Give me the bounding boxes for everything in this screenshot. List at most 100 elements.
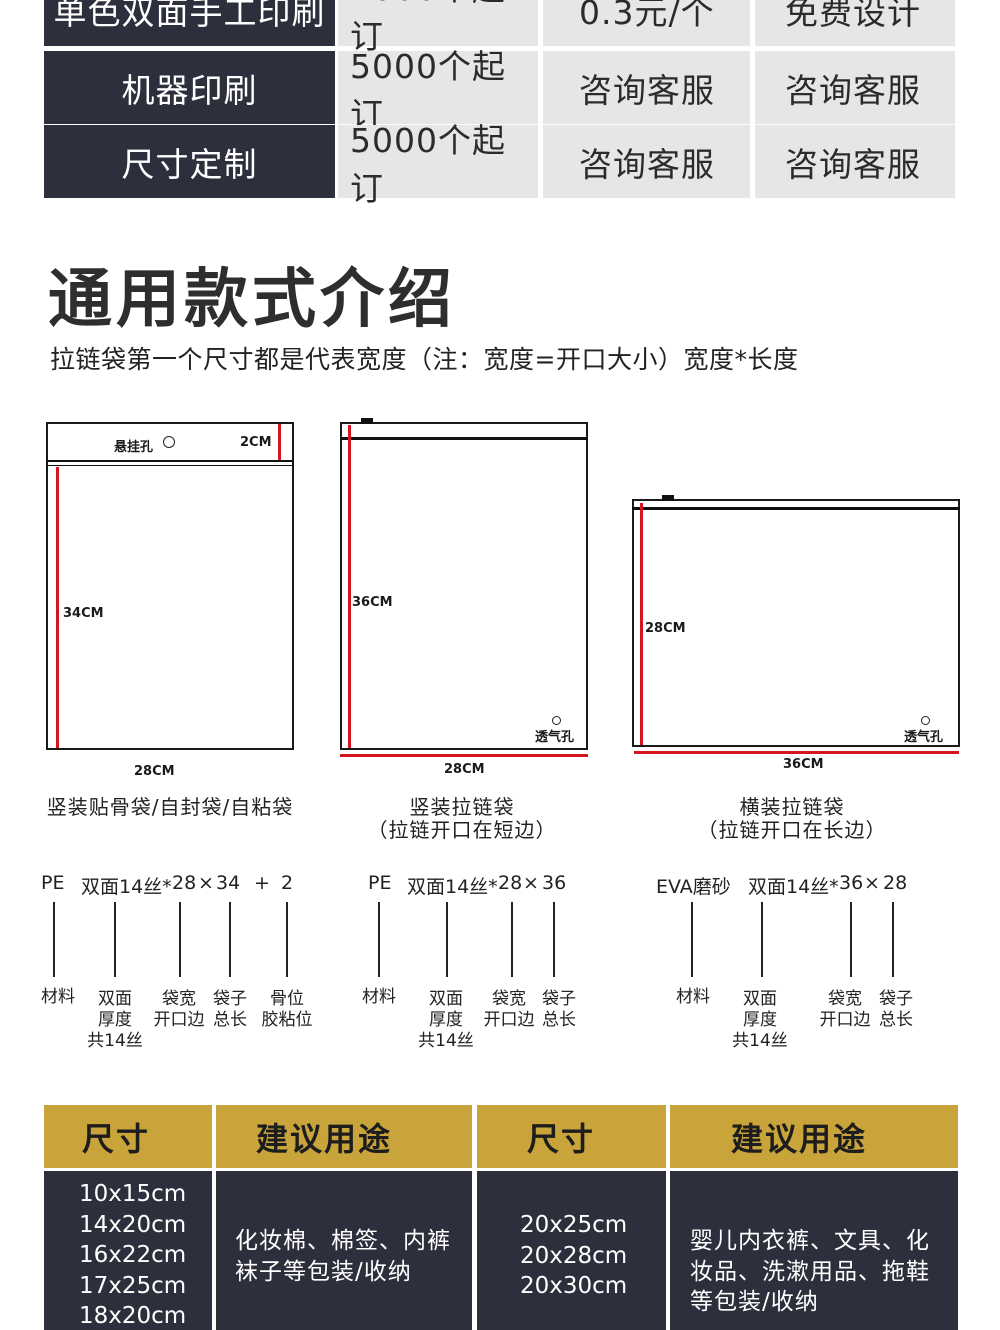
size-cell: 20x25cm 20x28cm 20x30cm [477,1171,666,1330]
moq-cell: 5000个起订 [338,47,538,134]
spec-pointer [446,902,448,977]
width-dimension-marker [340,754,588,757]
bag-caption-note: （拉链开口在短边） [367,818,557,842]
spec-pointer [761,902,763,977]
spec-pointer [850,902,852,977]
spec-pointer [286,902,288,977]
header-size: 尺寸 [477,1105,666,1168]
spec-plus-sign: + [254,872,270,894]
bone-strip-line [46,465,294,466]
width-label: 28CM [134,764,175,779]
price-cell: 咨询客服 [543,51,750,124]
usage-cell: 化妆棉、棉签、内裤 袜子等包装/收纳 [216,1171,472,1330]
spec-thickness: 双面14丝* [407,876,498,898]
height-label: 28CM [645,621,686,636]
bag-outline [46,422,294,750]
height-dimension-marker [348,425,351,748]
spec-length: 36 [542,872,567,894]
label-material: 材料 [41,987,75,1007]
price-cell: 咨询客服 [543,125,750,198]
spec-width: 36 [839,872,864,894]
spec-thickness: 双面14丝* [81,876,172,898]
label-width: 袋宽开口边 [819,989,871,1030]
spec-times-sign: × [864,872,880,894]
spec-bone: 2 [281,872,294,894]
spec-thickness: 双面14丝* [748,876,839,898]
spec-pointer [114,902,116,977]
label-width: 袋宽开口边 [483,989,535,1030]
zipper-pull-icon [361,418,373,424]
section-note: 拉链袋第一个尺寸都是代表宽度（注：宽度=开口大小）宽度*长度 [50,345,799,374]
spec-pointer [229,902,231,977]
zipper-line [632,507,960,510]
label-length: 袋子总长 [879,989,913,1030]
service-label: 单色双面手工印刷 [44,0,335,46]
spec-length: 28 [883,872,908,894]
height-dimension-marker [640,503,643,745]
label-bone: 骨位胶粘位 [261,989,313,1030]
usage-cell: 婴儿内衣裤、文具、化 妆品、洗漱用品、拖鞋 等包装/收纳 [670,1171,958,1330]
usage-table: 尺寸 建议用途 尺寸 建议用途 10x15cm 14x20cm 16x22cm … [44,1105,958,1330]
width-dimension-marker [634,751,959,754]
spec-pointer [892,902,894,977]
price-cell: 0.3元/个 [543,0,750,46]
bag-caption: 竖装贴骨袋/自封袋/自粘袋 [46,795,294,819]
width-label: 28CM [444,762,485,777]
label-material: 材料 [676,987,710,1007]
spec-pointer [53,902,55,977]
size-cell: 10x15cm 14x20cm 16x22cm 17x25cm 18x20cm [44,1171,212,1330]
spec-pointer [511,902,513,977]
bag-caption: 横装拉链袋 [739,795,845,819]
bag-outline [632,499,960,747]
height-dimension-marker [56,467,59,748]
height-label: 36CM [352,595,393,610]
height-label: 34CM [63,606,104,621]
spec-times-sign: × [523,872,539,894]
spec-pointer [378,902,380,977]
usage-text: 化妆棉、棉签、内裤 袜子等包装/收纳 [235,1228,451,1285]
usage-text: 婴儿内衣裤、文具、化 妆品、洗漱用品、拖鞋 等包装/收纳 [690,1228,930,1315]
bone-dimension-marker [278,424,281,460]
size-list: 10x15cm 14x20cm 16x22cm 17x25cm 18x20cm [79,1181,187,1329]
design-cell: 咨询客服 [755,125,955,198]
label-length: 袋子总长 [213,989,247,1030]
spec-material: PE [368,872,392,894]
label-width: 袋宽开口边 [153,989,205,1030]
spec-times-sign: × [198,872,214,894]
hang-hole-icon [163,436,175,448]
bone-width-label: 2CM [240,435,272,450]
width-label: 36CM [783,757,824,772]
label-material: 材料 [362,987,396,1007]
spec-material: EVA磨砂 [656,876,731,898]
spec-width: 28 [498,872,523,894]
header-usage: 建议用途 [670,1105,958,1168]
moq-cell: 5000个起订 [338,121,538,208]
label-length: 袋子总长 [542,989,576,1030]
design-cell: 免费设计 [755,0,955,46]
spec-pointer [179,902,181,977]
bone-strip-line [46,460,294,462]
spec-length: 34 [216,872,241,894]
vent-hole-icon [552,716,561,725]
header-usage: 建议用途 [216,1105,472,1168]
design-cell: 咨询客服 [755,51,955,124]
vent-hole-label: 透气孔 [904,730,944,745]
zipper-line [340,437,588,440]
bag-caption: 竖装拉链袋 [409,795,515,819]
zipper-pull-icon [662,495,674,501]
price-row: 机器印刷 5000个起订 咨询客服 咨询客服 [44,47,955,134]
label-thickness: 双面厚度共14丝 [732,989,788,1051]
size-list: 20x25cm 20x28cm 20x30cm [520,1212,628,1299]
service-label: 机器印刷 [44,51,335,124]
service-label: 尺寸定制 [44,125,335,198]
label-thickness: 双面厚度共14丝 [418,989,474,1051]
bag-outline [340,422,588,750]
vent-hole-label: 透气孔 [535,730,575,745]
spec-material: PE [41,872,65,894]
price-row: 尺寸定制 5000个起订 咨询客服 咨询客服 [44,121,955,208]
hang-hole-label: 悬挂孔 [114,440,154,455]
spec-pointer [553,902,555,977]
vent-hole-icon [921,716,930,725]
label-thickness: 双面厚度共14丝 [87,989,143,1051]
spec-pointer [691,902,693,977]
